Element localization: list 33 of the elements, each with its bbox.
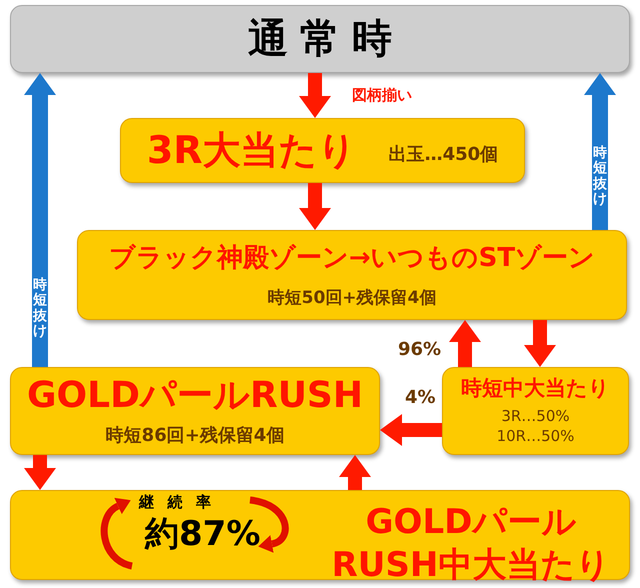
- edge-label: 図柄揃い: [352, 85, 412, 106]
- state-detail: 時短86回+残保留4個: [106, 424, 284, 448]
- state-box: [442, 367, 629, 455]
- state-title: 時短中大当たり: [461, 375, 610, 402]
- state-box: [10, 5, 630, 73]
- state-title: 3R大当たり: [146, 127, 357, 174]
- arrow: [449, 320, 481, 367]
- state-detail: 約87%: [145, 517, 260, 551]
- edge-label: 時短抜け: [33, 278, 47, 340]
- arrow: [524, 320, 556, 367]
- state-box: [77, 230, 627, 320]
- state-title: GOLDパールRUSH中大当たり: [331, 501, 611, 586]
- state-detail: 10R…50%: [496, 426, 574, 447]
- state-title: 通常時: [247, 15, 404, 64]
- state-detail: 3R…50%: [501, 406, 570, 426]
- edge-label: 4%: [405, 386, 436, 410]
- edge-label: 時短抜け: [593, 146, 607, 208]
- state-title: ブラック神殿ゾーン→いつものSTゾーン: [108, 242, 596, 275]
- state-title: GOLDパールRUSH: [27, 374, 363, 418]
- arrow: [24, 455, 56, 490]
- edge-label: 96%: [398, 338, 442, 362]
- state-detail: 出玉…450個: [388, 143, 498, 167]
- state-detail: 時短50回+残保留4個: [268, 286, 436, 310]
- state-box: [10, 490, 630, 580]
- state-box: [120, 118, 525, 183]
- arrow: [24, 73, 56, 367]
- arrow: [584, 73, 616, 230]
- arrow: [299, 73, 331, 118]
- arrow: [299, 183, 331, 230]
- state-box: [10, 367, 380, 455]
- state-detail: 継続率: [139, 495, 224, 510]
- arrow: [339, 455, 371, 490]
- arrow: [380, 414, 442, 446]
